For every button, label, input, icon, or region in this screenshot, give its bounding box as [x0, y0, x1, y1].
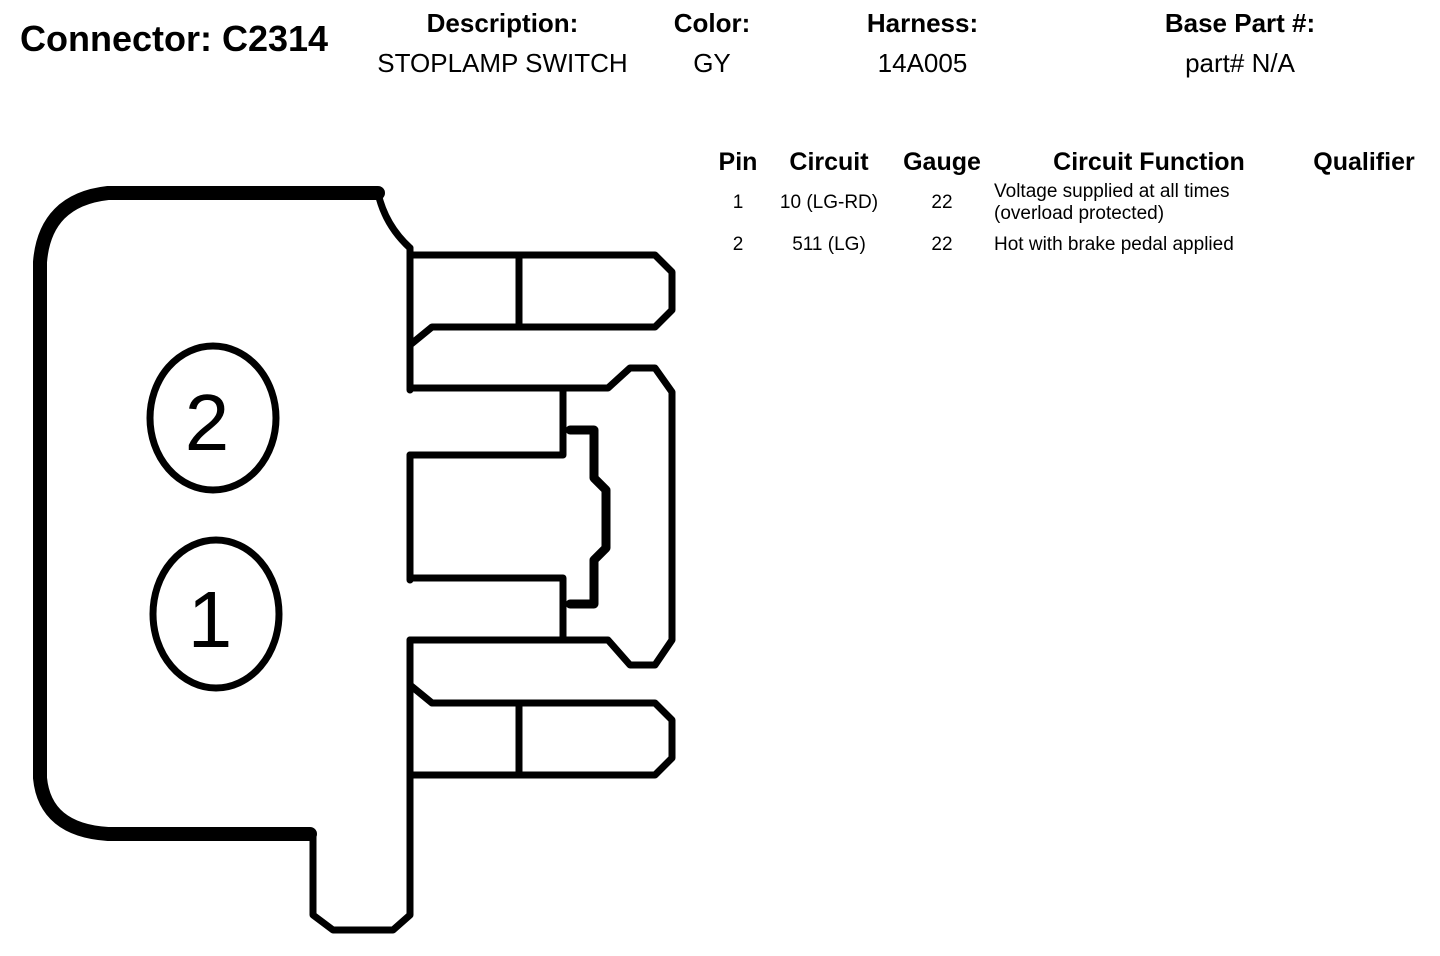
- lower-terminal-blade: [406, 681, 676, 779]
- gauge-cell: 22: [931, 192, 953, 213]
- base-part-value: part# N/A: [1185, 48, 1295, 78]
- pin-2-cavity: [146, 342, 280, 494]
- connector-title: Connector: C2314: [20, 18, 329, 59]
- qualifier-cell: [1304, 227, 1424, 263]
- circuit-header: Circuit: [789, 147, 869, 176]
- central-latch-inner: [406, 384, 567, 644]
- base-part-label: Base Part #:: [1164, 8, 1316, 38]
- qualifier-cell: [1304, 179, 1424, 227]
- housing-right-edge: [309, 244, 414, 934]
- gauge-header: Gauge: [903, 147, 981, 176]
- circuit-cell: 10 (LG-RD): [779, 192, 879, 213]
- housing-top-right-corner: [374, 189, 414, 252]
- upper-terminal-blade: [406, 251, 676, 349]
- color-label: Color:: [673, 8, 751, 38]
- central-latch-frame: [406, 364, 676, 669]
- gauge-cell: 22: [931, 234, 953, 255]
- circuit-cell: 511 (LG): [792, 234, 866, 255]
- harness-value: 14A005: [877, 48, 968, 78]
- description-value: STOPLAMP SWITCH: [377, 48, 628, 78]
- pin-2-label: 2: [185, 378, 230, 467]
- pin-table-header-row: Pin Circuit Gauge Circuit Function Quali…: [710, 145, 1424, 179]
- pin-1-label: 1: [188, 575, 233, 664]
- circuit-function-header: Circuit Function: [1053, 147, 1245, 176]
- table-row: 2 511 (LG) 22 Hot with brake pedal appli…: [710, 227, 1424, 263]
- pin-cell: 2: [732, 234, 744, 255]
- central-latch-tab: [565, 425, 611, 609]
- pin-cell: 1: [732, 192, 744, 213]
- table-row: 1 10 (LG-RD) 22 Voltage supplied at all …: [710, 179, 1424, 227]
- color-value: GY: [693, 48, 731, 78]
- pin-1-cavity: [149, 536, 283, 692]
- harness-label: Harness:: [866, 8, 979, 38]
- circuit-function-cell: Voltage supplied at all times (overload …: [994, 181, 1230, 224]
- housing-thick-outline: [33, 186, 385, 841]
- pin-table: Pin Circuit Gauge Circuit Function Quali…: [710, 145, 1424, 263]
- connector-face-diagram: 2 1: [33, 186, 676, 934]
- description-label: Description:: [426, 8, 579, 38]
- circuit-function-cell: Hot with brake pedal applied: [994, 234, 1234, 255]
- pin-header: Pin: [718, 147, 758, 176]
- qualifier-header: Qualifier: [1313, 147, 1415, 176]
